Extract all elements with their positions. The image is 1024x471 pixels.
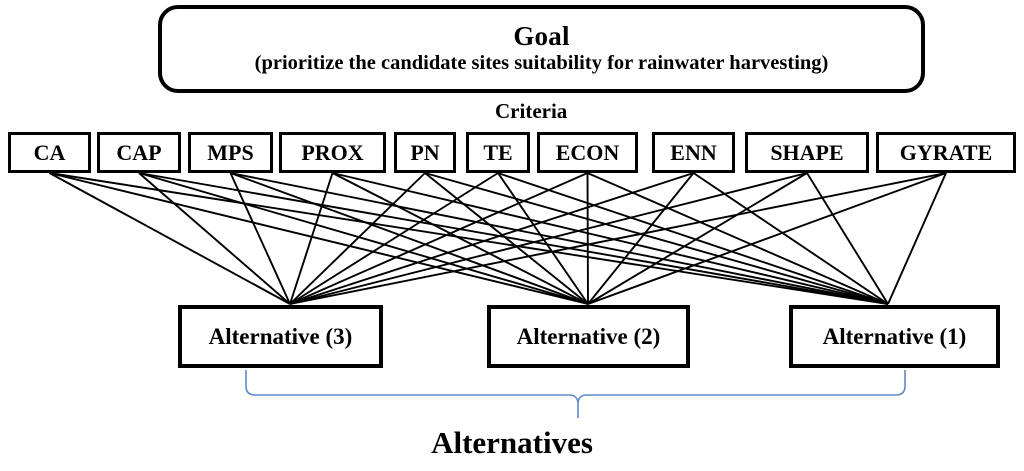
criteria-node-label: ENN bbox=[670, 139, 717, 165]
criteria-node-te[interactable]: TE bbox=[466, 132, 530, 173]
link-line bbox=[230, 172, 889, 305]
link-line bbox=[289, 172, 588, 305]
link-line bbox=[587, 172, 695, 305]
link-line bbox=[587, 172, 947, 305]
link-line bbox=[289, 172, 947, 305]
criteria-node-label: SHAPE bbox=[770, 139, 844, 165]
brace-path bbox=[245, 370, 906, 418]
alternative-node-label: Alternative (2) bbox=[516, 323, 661, 349]
link-line bbox=[138, 172, 589, 305]
criteria-node-label: PROX bbox=[301, 139, 364, 165]
link-line bbox=[332, 172, 889, 305]
criteria-node-label: CAP bbox=[116, 139, 162, 165]
link-line bbox=[497, 172, 589, 305]
goal-node[interactable]: Goal (prioritize the candidate sites sui… bbox=[158, 5, 925, 93]
criteria-node-gyrate[interactable]: GYRATE bbox=[876, 132, 1016, 173]
criteria-caption: Criteria bbox=[495, 99, 568, 123]
alternative-node-1[interactable]: Alternative (3) bbox=[178, 305, 383, 368]
link-line bbox=[332, 172, 589, 305]
link-line bbox=[587, 172, 889, 305]
goal-title: Goal bbox=[513, 21, 570, 52]
link-line bbox=[289, 172, 499, 305]
goal-subtitle: (prioritize the candidate sites suitabil… bbox=[254, 52, 829, 75]
criteria-node-prox[interactable]: PROX bbox=[279, 132, 386, 173]
alternative-node-3[interactable]: Alternative (1) bbox=[789, 305, 1000, 368]
criteria-node-shape[interactable]: SHAPE bbox=[745, 132, 869, 173]
link-line bbox=[424, 172, 589, 305]
criteria-node-cap[interactable]: CAP bbox=[97, 132, 181, 173]
criteria-node-label: ECON bbox=[555, 139, 620, 165]
alternatives-caption: Alternatives bbox=[431, 425, 593, 460]
link-line bbox=[49, 172, 291, 305]
criteria-node-ca[interactable]: CA bbox=[8, 132, 91, 173]
link-line bbox=[587, 172, 808, 305]
link-line bbox=[497, 172, 889, 305]
criteria-node-mps[interactable]: MPS bbox=[188, 132, 273, 173]
criteria-node-enn[interactable]: ENN bbox=[652, 132, 735, 173]
criteria-node-label: PN bbox=[410, 139, 440, 165]
link-line bbox=[230, 172, 589, 305]
link-line bbox=[289, 172, 334, 305]
link-line bbox=[289, 172, 426, 305]
criteria-node-label: TE bbox=[483, 139, 513, 165]
link-line bbox=[138, 172, 291, 305]
link-line bbox=[49, 172, 889, 305]
link-line bbox=[692, 172, 889, 305]
criteria-node-label: GYRATE bbox=[899, 139, 993, 165]
link-line bbox=[887, 172, 947, 305]
link-line bbox=[289, 172, 808, 305]
criteria-node-pn[interactable]: PN bbox=[394, 132, 456, 173]
alternative-node-2[interactable]: Alternative (2) bbox=[487, 305, 690, 368]
alternative-node-label: Alternative (1) bbox=[822, 323, 967, 349]
link-line bbox=[586, 172, 589, 305]
criteria-node-label: CA bbox=[33, 139, 66, 165]
link-line bbox=[424, 172, 889, 305]
criteria-node-label: MPS bbox=[207, 139, 254, 165]
link-line bbox=[49, 172, 589, 305]
alternative-node-label: Alternative (3) bbox=[208, 323, 353, 349]
link-line bbox=[138, 172, 889, 305]
link-line bbox=[806, 172, 889, 305]
link-line bbox=[289, 172, 694, 305]
criteria-node-econ[interactable]: ECON bbox=[537, 132, 638, 173]
link-line bbox=[229, 172, 291, 305]
